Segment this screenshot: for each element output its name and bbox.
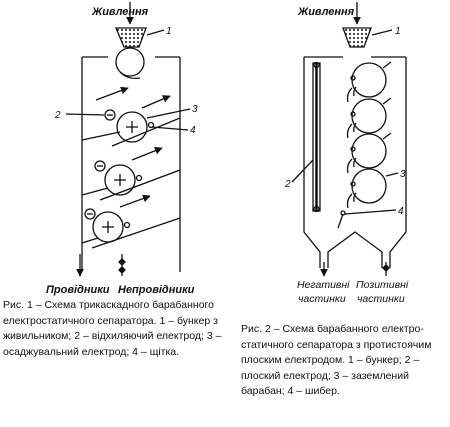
fig1-cascade-2 — [81, 146, 181, 201]
fig2-plate-electrode — [312, 61, 321, 213]
fig2-callouts: 1 2 3 4 — [284, 26, 406, 217]
fig2-positive-label-line1: Позитивні — [356, 279, 409, 291]
fig2-damper — [337, 213, 344, 229]
fig1-cascade-1 — [81, 86, 181, 147]
fig1-callout-4: 4 — [190, 125, 196, 136]
fig1-conductors-label: Провідники — [46, 284, 110, 296]
figure-1-caption: Рис. 1 – Схема трикаскадного барабанного… — [3, 299, 222, 358]
fig1-cascade-3 — [81, 194, 181, 249]
fig2-drum-4 — [346, 168, 387, 209]
fig1-callout-2: 2 — [54, 110, 61, 121]
fig2-negative-label-line2: частинки — [298, 293, 346, 305]
fig2-hopper — [342, 27, 372, 48]
fig2-feed-label: Живлення — [297, 6, 355, 18]
fig1-callout-3: 3 — [192, 104, 198, 115]
fig2-negative-label-line1: Негативні — [297, 279, 350, 291]
fig2-callout-3: 3 — [400, 169, 406, 180]
fig2-drum-1 — [346, 61, 392, 103]
fig1-callouts: 1 2 3 4 — [54, 26, 198, 136]
figure-2-caption: Рис. 2 – Схема барабанного електро-стати… — [241, 323, 432, 397]
fig2-callout-4: 4 — [398, 206, 404, 217]
fig1-deflecting-electrode — [104, 109, 116, 121]
fig1-drum-2 — [104, 164, 136, 196]
fig1-feed-label: Живлення — [91, 6, 149, 18]
fig1-hopper — [115, 27, 147, 48]
fig1-feeder-drum — [115, 47, 145, 77]
fig1-housing — [81, 56, 181, 272]
fig2-drum-3 — [346, 132, 392, 174]
fig2-callout-1: 1 — [395, 26, 401, 37]
fig2-positive-label-line2: частинки — [357, 293, 405, 305]
figure-1-diagram: Живлення — [46, 2, 198, 296]
fig2-drum-2 — [346, 97, 392, 139]
figure-2-diagram: Живлення — [284, 2, 409, 305]
fig1-callout-1: 1 — [166, 26, 172, 37]
fig2-housing — [303, 56, 407, 268]
fig1-drum-1 — [116, 111, 148, 143]
fig1-nonconductors-label: Непровідники — [118, 284, 195, 296]
fig2-callout-2: 2 — [284, 179, 291, 190]
